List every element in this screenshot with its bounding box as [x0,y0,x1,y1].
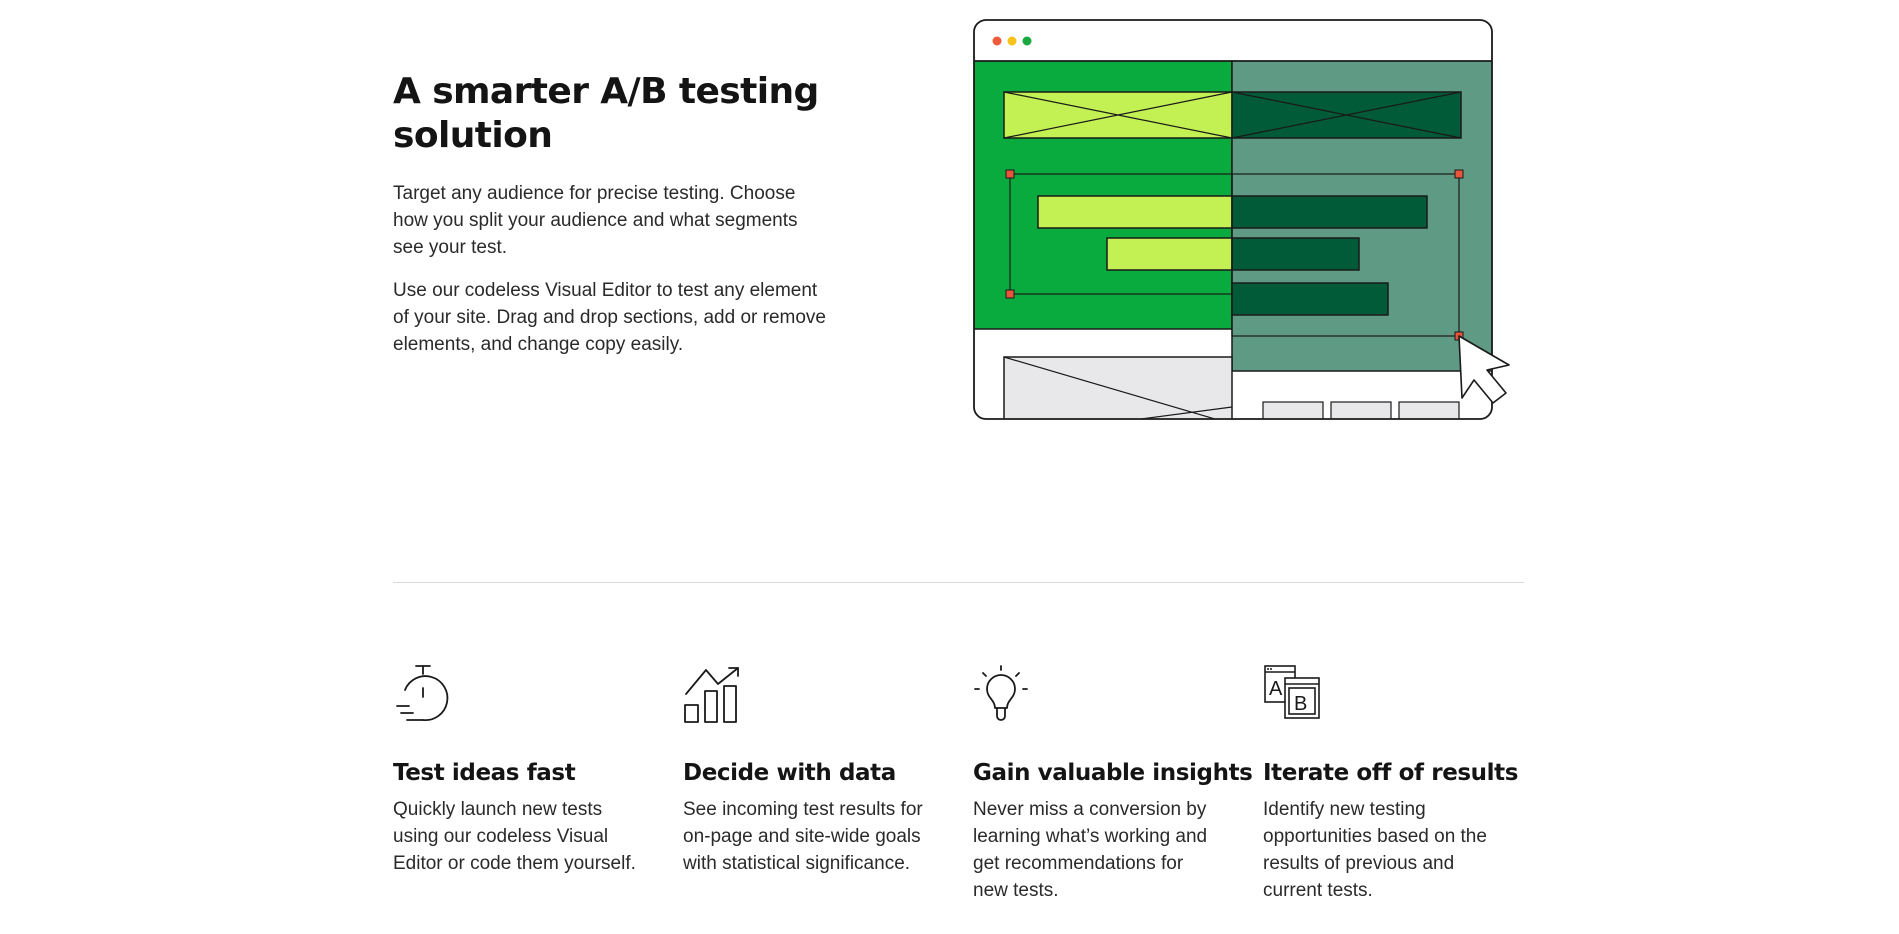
ab-windows-icon: A B [1264,665,1320,719]
feature-title: Decide with data [683,760,896,786]
feature-title: Iterate off of results [1263,760,1519,786]
features-list: Test ideas fast Quickly launch new tests… [393,664,1553,904]
lightbulb-icon [974,665,1028,721]
feature-title: Test ideas fast [393,760,576,786]
hero-paragraph-2: Use our codeless Visual Editor to test a… [393,280,827,355]
feature-iterate-off-of-results: A B Iterate off of results Identify new … [1263,664,1553,904]
bar-chart-trend-icon [684,667,739,723]
label-a: A [1269,678,1283,700]
feature-gain-valuable-insights: Gain valuable insights Never miss a conv… [973,664,1263,904]
hero-title: A smarter A/B testing solution [393,71,819,156]
hero-text: A smarter A/B testing solution Target an… [393,70,833,374]
feature-test-ideas-fast: Test ideas fast Quickly launch new tests… [393,664,683,904]
feature-title: Gain valuable insights [973,760,1253,786]
stopwatch-icon [396,665,449,721]
feature-description: Quickly launch new tests using our codel… [393,799,636,874]
label-b: B [1294,693,1307,715]
ab-test-browser-illustration [973,19,1510,420]
section-divider [393,582,1524,583]
feature-decide-with-data: Decide with data See incoming test resul… [683,664,973,904]
hero-paragraph-1: Target any audience for precise testing.… [393,183,798,258]
feature-description: See incoming test results for on-page an… [683,799,923,874]
feature-description: Identify new testing opportunities based… [1263,799,1487,901]
feature-description: Never miss a conversion by learning what… [973,799,1208,901]
